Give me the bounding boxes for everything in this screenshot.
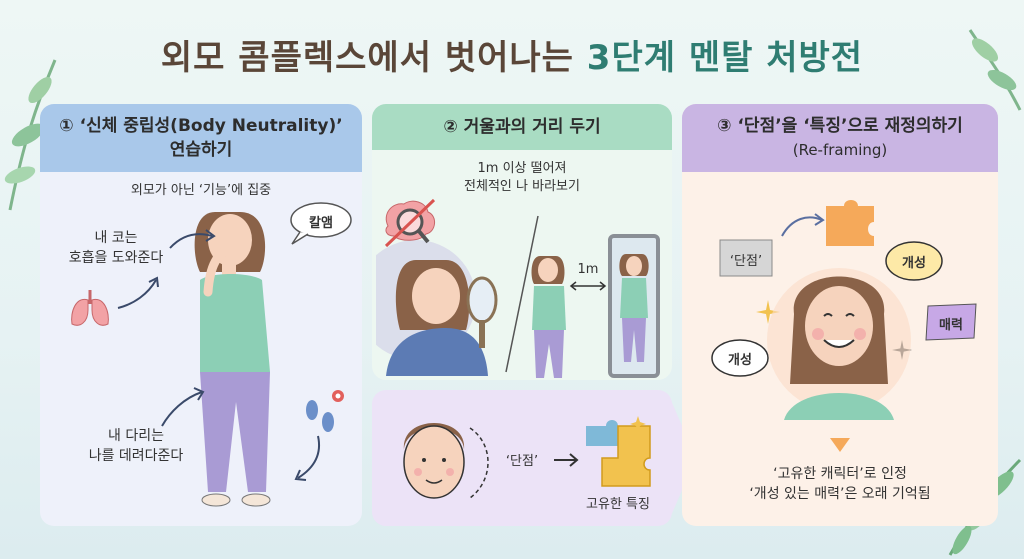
bubble-text: 칼앰: [309, 216, 333, 231]
step3-weakness-tag: ‘단점’: [729, 254, 763, 269]
arrow-from-lungs-icon: [117, 276, 159, 309]
nose-note-line2: 호흡을 도와준다: [68, 250, 164, 266]
step1-subtitle: 외모가 아닌 ‘기능’에 집중: [130, 183, 272, 198]
distance-arrow-icon: [569, 281, 607, 291]
step1-card: ① ‘신체 중립성(Body Neutrality)’ 연습하기 외모가 아닌 …: [40, 104, 362, 526]
distance-label: 1m: [577, 262, 599, 277]
leaf-decoration-right: [968, 29, 1022, 111]
step3-heading: ③ ‘단점’을 ‘특징’으로 재정의하기 (Re-framing): [682, 114, 998, 162]
curved-arrow-icon: [781, 213, 825, 237]
charm-tag: 매력: [939, 318, 963, 333]
personality-bubble-top: [885, 241, 943, 281]
legs-note-line1: 내 다리는: [108, 428, 164, 444]
personality-bubble-left: [711, 339, 769, 377]
sparkle-icon: [756, 300, 780, 324]
step1-heading-line1: ① ‘신체 중립성(Body Neutrality)’: [59, 116, 343, 136]
legs-note: 내 다리는 나를 데려다준다: [66, 426, 206, 466]
step1-heading: ① ‘신체 중립성(Body Neutrality)’ 연습하기: [40, 114, 362, 162]
arrow-to-nose-icon: [169, 229, 216, 249]
step2-header: [372, 104, 672, 150]
footprints-icon: [306, 390, 344, 432]
puzzle-pieces-icon: [586, 416, 651, 487]
step3-heading-line1: ③ ‘단점’을 ‘특징’으로 재정의하기: [717, 116, 963, 136]
step2b-card: ‘단점’ 고유한 특징: [372, 390, 672, 526]
speech-bubble-icon: [290, 202, 352, 245]
title-main: 외모 콤플렉스에서 벗어나는: [160, 38, 574, 78]
step3-card: ③ ‘단점’을 ‘특징’으로 재정의하기 (Re-framing) ‘단점’ 개…: [682, 104, 998, 526]
lungs-icon: [71, 290, 109, 326]
step3-result-line1: ‘고유한 캐릭터’로 인정: [773, 466, 907, 482]
dotted-arrow-icon: [469, 427, 489, 499]
step2b-weakness-label: ‘단점’: [505, 454, 539, 469]
step2-instruction-line1: 1m 이상 떨어져: [477, 161, 567, 176]
step2-card: ② 거울과의 거리 두기 1m 이상 떨어져 전체적인 나 바라보기 1m: [372, 104, 672, 380]
nose-note: 내 코는 호흡을 도와준다: [56, 228, 176, 268]
step1-header: [40, 104, 362, 172]
page-title: 외모 콤플렉스에서 벗어나는 3단계 멘탈 처방전: [0, 30, 1024, 79]
personality-tag-top: 개성: [902, 256, 926, 271]
step1-heading-line2: 연습하기: [169, 140, 233, 160]
arrow-from-footprints-icon: [294, 435, 320, 481]
down-triangle-icon: [830, 438, 850, 452]
charm-tag-shape: [925, 303, 977, 341]
title-accent: 3단계 멘탈 처방전: [586, 38, 864, 78]
smiling-woman-illustration: [767, 268, 911, 420]
step2-instruction-line2: 전체적인 나 바라보기: [464, 179, 580, 194]
step2-instruction: 1m 이상 떨어져 전체적인 나 바라보기: [372, 160, 672, 196]
leaf-decoration-left: [4, 59, 57, 211]
step3-result: ‘고유한 캐릭터’로 인정 ‘개성 있는 매력’은 오래 기억됨: [682, 464, 998, 504]
orange-puzzle-icon: [826, 200, 874, 246]
distance-divider: [505, 215, 539, 373]
far-person-illustration: [531, 256, 566, 378]
step3-header: [682, 104, 998, 172]
weakness-tag-shape: [719, 239, 773, 277]
right-arrow-icon: [554, 453, 579, 467]
step2-heading: ② 거울과의 거리 두기: [443, 117, 601, 137]
standing-mirror-illustration: [608, 234, 660, 378]
woman-figure-illustration: [194, 212, 271, 507]
nose-note-line1: 내 코는: [94, 230, 138, 246]
arrow-to-legs-icon: [161, 387, 205, 427]
legs-note-line2: 나를 데려다준다: [88, 448, 184, 464]
step3-result-line2: ‘개성 있는 매력’은 오래 기억됨: [749, 486, 931, 502]
close-mirror-person-illustration: [376, 240, 498, 376]
personality-tag-left: 개성: [728, 353, 752, 368]
step3-heading-line2: (Re-framing): [792, 141, 888, 159]
face-illustration: [403, 423, 465, 499]
brain-magnifier-crossed-icon: [384, 198, 436, 248]
step2b-feature-label: 고유한 특징: [586, 497, 650, 512]
